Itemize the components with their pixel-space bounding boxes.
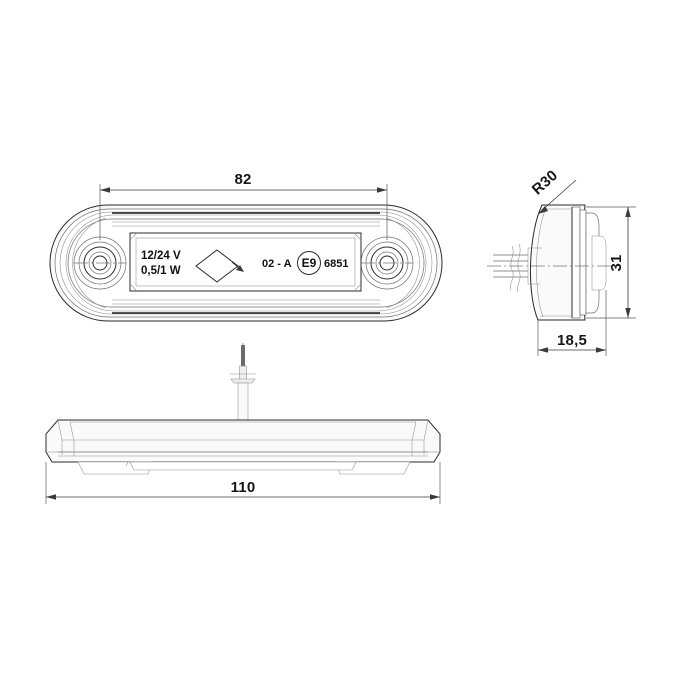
bottom-left-facet-1 [57, 419, 63, 455]
front-left-cap-arc-1 [67, 218, 113, 308]
dim-82-arrow-left [100, 187, 110, 193]
front-view: 12/24 V 0,5/1 W 02 - A E9 6851 [49, 204, 443, 322]
side-body-inner-curve [536, 207, 547, 318]
bottom-right-facet-1 [423, 419, 429, 455]
dim-31-arrow-bottom [625, 308, 631, 318]
fastener-detail [230, 343, 256, 421]
side-lens-layer-1 [571, 206, 581, 319]
dim-110-text: 110 [231, 479, 256, 496]
label-corner-br [353, 283, 362, 292]
dim-185-arrow-left [538, 347, 548, 353]
label-corner-bl [129, 283, 138, 292]
fastener-shank [241, 345, 245, 367]
bottom-center-rib [129, 461, 357, 471]
diamond-arrow-symbol-icon [195, 249, 244, 283]
bottom-body-outline [45, 419, 441, 463]
approval-marking: 02 - A E9 6851 [262, 251, 348, 275]
dim-185-arrow-right [596, 347, 606, 353]
dim-31-text: 31 [608, 254, 625, 271]
side-view [487, 204, 612, 321]
dim-110-arrow-left [46, 494, 56, 500]
dimension-31: 31 [586, 206, 636, 319]
dim-110-arrow-right [430, 494, 440, 500]
e-mark-text: E9 [302, 256, 317, 270]
dim-185-text: 18,5 [557, 332, 587, 349]
fastener-flange [230, 378, 256, 384]
dimension-110: 110 [45, 462, 441, 504]
bottom-left-facet-2 [69, 421, 75, 456]
bottom-right-facet-2 [411, 421, 417, 456]
label-voltage-text: 12/24 V [141, 250, 181, 262]
dim-82-text: 82 [234, 171, 251, 188]
label-power-text: 0,5/1 W [141, 265, 181, 277]
bottom-view [45, 419, 441, 475]
approval-prefix-text: 02 - A [262, 258, 292, 270]
front-right-cap-arc-1 [379, 218, 425, 308]
dimension-82: 82 [99, 171, 388, 240]
diamond-shape [195, 249, 239, 283]
side-lens-boss [591, 235, 607, 291]
front-left-cap-arc-2 [72, 217, 107, 309]
e-mark-circle [297, 251, 321, 275]
label-plate: 12/24 V 0,5/1 W 02 - A E9 6851 [129, 232, 362, 292]
mounting-hole-right [360, 236, 414, 290]
front-right-cap-arc-2 [385, 217, 420, 309]
wire-break-symbol-1 [510, 245, 514, 291]
wire-break-symbol-2 [517, 243, 521, 293]
dim-82-arrow-right [377, 187, 387, 193]
fastener-body [237, 382, 249, 421]
mounting-hole-left [73, 236, 127, 290]
dim-r30-arrow [538, 206, 548, 214]
approval-number-text: 6851 [324, 258, 348, 270]
label-corner-tr [353, 232, 362, 241]
dimension-18-5: 18,5 [537, 290, 607, 356]
dim-31-arrow-top [625, 207, 631, 217]
bottom-center-rib-tick [125, 461, 129, 467]
label-plate-inner-frame [135, 237, 356, 287]
diamond-arrow-head [236, 265, 244, 272]
fastener-collar [239, 365, 247, 381]
label-corner-tl [129, 232, 138, 241]
side-lens-layer-2 [579, 209, 587, 316]
